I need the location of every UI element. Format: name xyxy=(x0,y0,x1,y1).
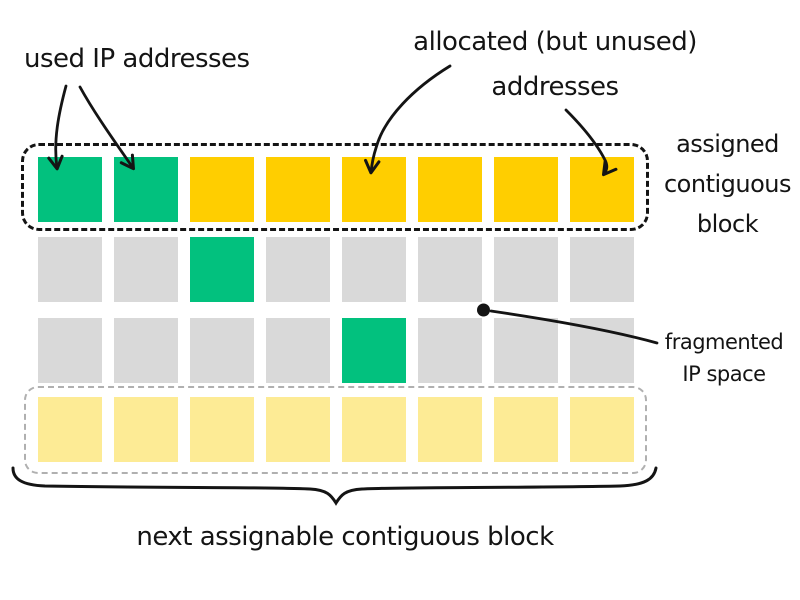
ip-cell-free xyxy=(494,237,558,302)
fragmented-row-a xyxy=(38,237,634,302)
ip-cell-allocated xyxy=(266,157,330,222)
fragmented-label-line2: IP space xyxy=(682,362,766,386)
ip-cell-allocated xyxy=(494,157,558,222)
allocated-unused-label: allocated (but unused) addresses xyxy=(405,20,705,110)
ip-cell-free xyxy=(418,237,482,302)
ip-cell-next xyxy=(114,397,178,462)
ip-cell-free xyxy=(266,318,330,383)
ip-cell-free xyxy=(418,318,482,383)
ip-cell-next xyxy=(38,397,102,462)
ip-cell-next xyxy=(266,397,330,462)
ip-cell-next xyxy=(190,397,254,462)
fragmented-label-line1: fragmented xyxy=(664,330,784,354)
next-assignable-block-label: next assignable contiguous block xyxy=(136,522,554,552)
allocated-unused-label-line1: allocated (but unused) xyxy=(413,27,697,57)
used-ip-label: used IP addresses xyxy=(24,44,250,74)
ip-cell-next xyxy=(494,397,558,462)
ip-cell-free xyxy=(38,318,102,383)
fragmented-connector-dot xyxy=(477,303,490,317)
ip-cell-free xyxy=(342,237,406,302)
next-block-outline xyxy=(24,386,647,474)
ip-cell-used xyxy=(190,237,254,302)
ip-cell-used xyxy=(342,318,406,383)
ip-cell-next xyxy=(418,397,482,462)
ip-cell-free xyxy=(570,237,634,302)
assigned-contiguous-block-row xyxy=(38,157,634,222)
ip-cell-next xyxy=(570,397,634,462)
fragmented-row-b xyxy=(38,318,634,383)
ip-cell-free xyxy=(38,237,102,302)
ip-cell-free xyxy=(266,237,330,302)
ip-cell-free xyxy=(494,318,558,383)
ip-cell-allocated xyxy=(190,157,254,222)
assigned-contiguous-block-label: assigned contiguous block xyxy=(663,130,792,238)
ip-cell-free xyxy=(190,318,254,383)
allocated-unused-label-line2: addresses xyxy=(491,72,619,102)
next-assignable-block-row xyxy=(38,397,634,462)
ip-cell-free xyxy=(570,318,634,383)
fragmented-ip-space-label: fragmented IP space xyxy=(658,326,790,390)
ip-cell-free xyxy=(114,237,178,302)
ip-cell-next xyxy=(342,397,406,462)
ip-cell-free xyxy=(114,318,178,383)
assigned-block-outline xyxy=(21,143,649,231)
